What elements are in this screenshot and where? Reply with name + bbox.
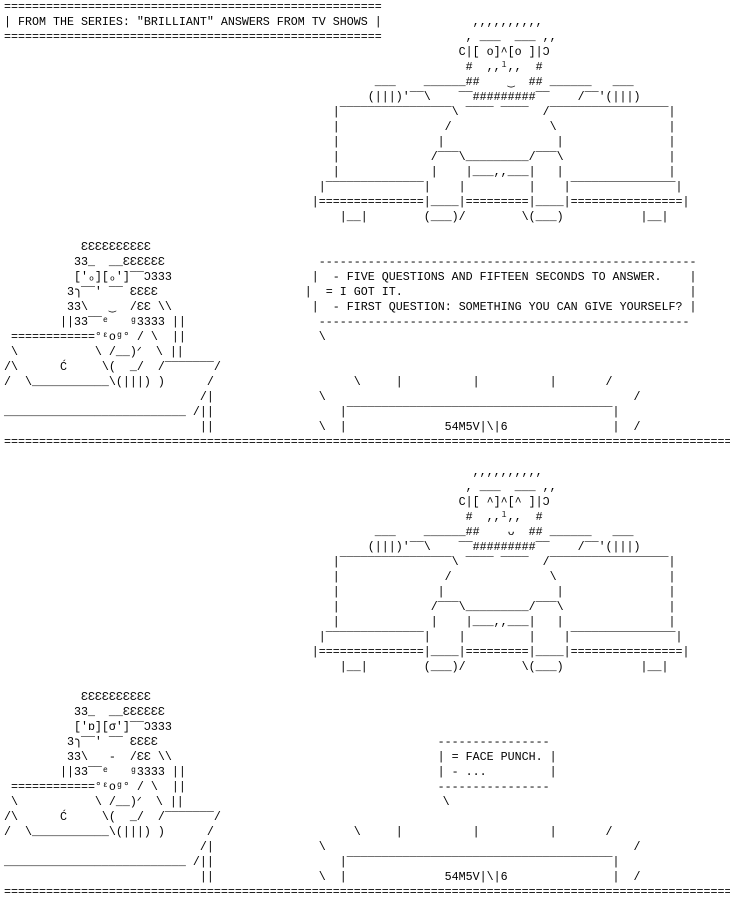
ascii-line: __________________________ /|| |‾‾‾‾‾‾‾‾…	[4, 405, 620, 419]
ascii-line: || \ | 54M5V|\|6 | /	[4, 420, 641, 434]
ascii-line	[4, 225, 730, 240]
ascii-line: | | | |	[4, 585, 676, 599]
ascii-line: |===============|____|=========|____|===…	[4, 645, 690, 659]
ascii-line: |‾‾‾‾‾‾‾‾‾‾‾‾‾‾‾‾\ ‾‾‾‾ ‾‾‾‾ /‾‾‾‾‾‾‾‾‾‾…	[4, 105, 676, 119]
ascii-line: 33_ __ƐƐƐƐƐƐ ---------------------------…	[4, 255, 697, 269]
ascii-line: ||33‾‾ᵉ ᵍ3333 || -----------------------…	[4, 315, 690, 329]
ascii-line: C|[ o]^[o ]|Ɔ	[4, 45, 550, 59]
ascii-line: , ___ ___ ,,	[4, 480, 557, 494]
ascii-line: ========================================…	[4, 885, 730, 899]
ascii-line: 33\ - /ƐƐ \\ | = FACE PUNCH. |	[4, 750, 557, 764]
ascii-line: / \___________\(|||) ) / \ | | | /	[4, 375, 613, 389]
ascii-line: |__| (___)/ \(___) |__|	[4, 210, 669, 224]
ascii-line: ============°ᵋoᵍ° / \ || ---------------…	[4, 780, 550, 794]
ascii-line: ___ ______## ‿ ## ______ ___	[4, 75, 634, 89]
ascii-line: /\ Ć \( _/ /‾‾‾‾‾‾‾/	[4, 810, 221, 824]
ascii-line: | FROM THE SERIES: "BRILLIANT" ANSWERS F…	[4, 15, 543, 29]
ascii-line: ||33‾‾ᵉ ᵍ3333 || | - ... |	[4, 765, 557, 779]
ascii-line: /| \ /	[4, 390, 641, 404]
ascii-line: | | |___,,___| | |	[4, 165, 676, 179]
ascii-line: ƐƐƐƐƐƐƐƐƐƐ	[4, 240, 151, 254]
ascii-line: ========================================…	[4, 435, 730, 449]
ascii-line: / \___________\(|||) ) / \ | | | /	[4, 825, 613, 839]
ascii-line: __________________________ /|| |‾‾‾‾‾‾‾‾…	[4, 855, 620, 869]
ascii-line: /\ Ć \( _/ /‾‾‾‾‾‾‾/	[4, 360, 221, 374]
ascii-line: || \ | 54M5V|\|6 | /	[4, 870, 641, 884]
ascii-line: | /‾‾‾\_________/‾‾‾\ |	[4, 600, 676, 614]
ascii-line: # ,,ˡ,, #	[4, 60, 543, 74]
ascii-line: \ \ /__)ᐟ \ ||	[4, 345, 184, 359]
ascii-line: ['ₒ][ₒ']‾‾Ɔ333 | - FIVE QUESTIONS AND FI…	[4, 270, 697, 284]
ascii-line: \ \ /__)ᐟ \ || \	[4, 795, 450, 809]
ascii-line: ============°ᵋoᵍ° / \ || \	[4, 330, 326, 344]
ascii-line: /| \ /	[4, 840, 641, 854]
ascii-line: C|[ ^]^[^ ]|Ɔ	[4, 495, 550, 509]
ascii-line: | /‾‾‾\_________/‾‾‾\ |	[4, 150, 676, 164]
ascii-line	[4, 675, 730, 690]
ascii-line	[4, 450, 730, 465]
ascii-line: ['ɒ][σ']‾‾Ɔ333	[4, 720, 172, 734]
ascii-line: ___ ______## ᴗ ## ______ ___	[4, 525, 634, 539]
ascii-line: | / \ |	[4, 120, 676, 134]
ascii-line: |‾‾‾‾‾‾‾‾‾‾‾‾‾‾‾‾\ ‾‾‾‾ ‾‾‾‾ /‾‾‾‾‾‾‾‾‾‾…	[4, 555, 676, 569]
ascii-line: | | | |	[4, 135, 676, 149]
ascii-line: (|||)'‾‾\ ‾‾#########‾‾ /‾‾'(|||)	[4, 540, 641, 554]
ascii-line: (|||)'‾‾\ ‾‾#########‾‾ /‾‾'(|||)	[4, 90, 641, 104]
ascii-line: 33\ ‿ /ƐƐ \\ | - FIRST QUESTION: SOMETHI…	[4, 300, 697, 314]
ascii-line: 3ɿ‾‾' ‾‾ ƐƐƐƐ ----------------	[4, 735, 550, 749]
ascii-line: ========================================…	[4, 0, 382, 14]
ascii-line: |===============|____|=========|____|===…	[4, 195, 690, 209]
ascii-line: 33_ __ƐƐƐƐƐƐ	[4, 705, 165, 719]
ascii-line: ========================================…	[4, 30, 557, 44]
ascii-line: |__| (___)/ \(___) |__|	[4, 660, 669, 674]
ascii-line: | / \ |	[4, 570, 676, 584]
ascii-line: # ,,ˡ,, #	[4, 510, 543, 524]
ascii-line: | | |___,,___| | |	[4, 615, 676, 629]
ascii-line: |‾‾‾‾‾‾‾‾‾‾‾‾‾‾| | | |‾‾‾‾‾‾‾‾‾‾‾‾‾‾‾|	[4, 180, 683, 194]
ascii-line: 3ɿ‾‾' ‾‾ ƐƐƐƐ | = I GOT IT. |	[4, 285, 697, 299]
ascii-line: ƐƐƐƐƐƐƐƐƐƐ	[4, 690, 151, 704]
ascii-line: |‾‾‾‾‾‾‾‾‾‾‾‾‾‾| | | |‾‾‾‾‾‾‾‾‾‾‾‾‾‾‾|	[4, 630, 683, 644]
ascii-line: ,,,,,,,,,,	[4, 465, 543, 479]
